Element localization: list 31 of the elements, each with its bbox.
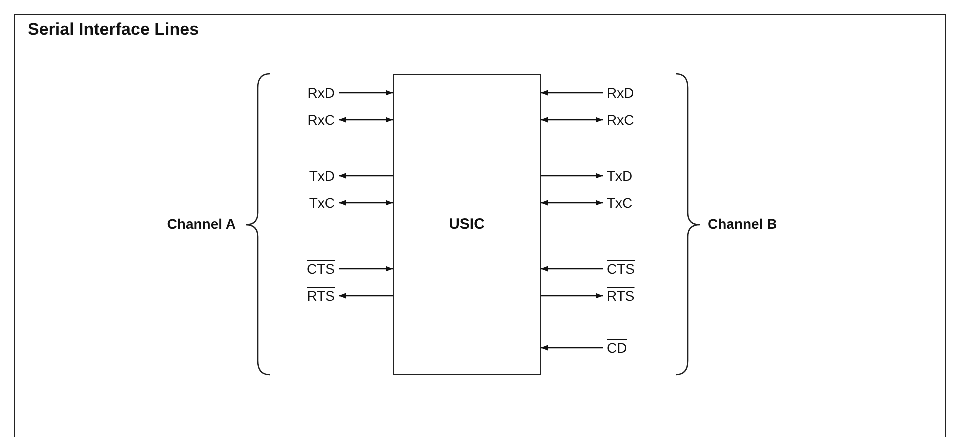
chip-box — [393, 74, 541, 375]
arrow — [541, 173, 603, 179]
pin-label: RxC — [308, 112, 335, 128]
pin-label: TxC — [607, 195, 633, 211]
pin-label: RxC — [607, 112, 634, 128]
arrow — [541, 293, 603, 299]
arrow — [339, 117, 393, 123]
pin-label: RTS — [607, 288, 635, 304]
pin-label: CTS — [307, 261, 335, 277]
pin-label: TxD — [607, 168, 633, 184]
arrow — [541, 117, 603, 123]
pin-label: TxC — [309, 195, 335, 211]
channel-label: Channel A — [167, 216, 236, 232]
diagram-title: Serial Interface Lines — [28, 20, 200, 40]
arrow — [541, 345, 603, 351]
pin-label: RTS — [307, 288, 335, 304]
arrow — [541, 90, 603, 96]
chip-label: USIC — [449, 216, 485, 233]
pin-label: TxD — [309, 168, 335, 184]
arrow — [541, 200, 603, 206]
arrow — [339, 90, 393, 96]
arrow — [339, 200, 393, 206]
pin-label: RxD — [607, 85, 634, 101]
arrow — [541, 266, 603, 272]
channel-label: Channel B — [708, 216, 778, 232]
arrow — [339, 293, 393, 299]
pin-label: CTS — [607, 261, 635, 277]
arrow — [339, 266, 393, 272]
pin-label: RxD — [308, 85, 335, 101]
pin-label: CD — [607, 340, 628, 356]
arrow — [339, 173, 393, 179]
